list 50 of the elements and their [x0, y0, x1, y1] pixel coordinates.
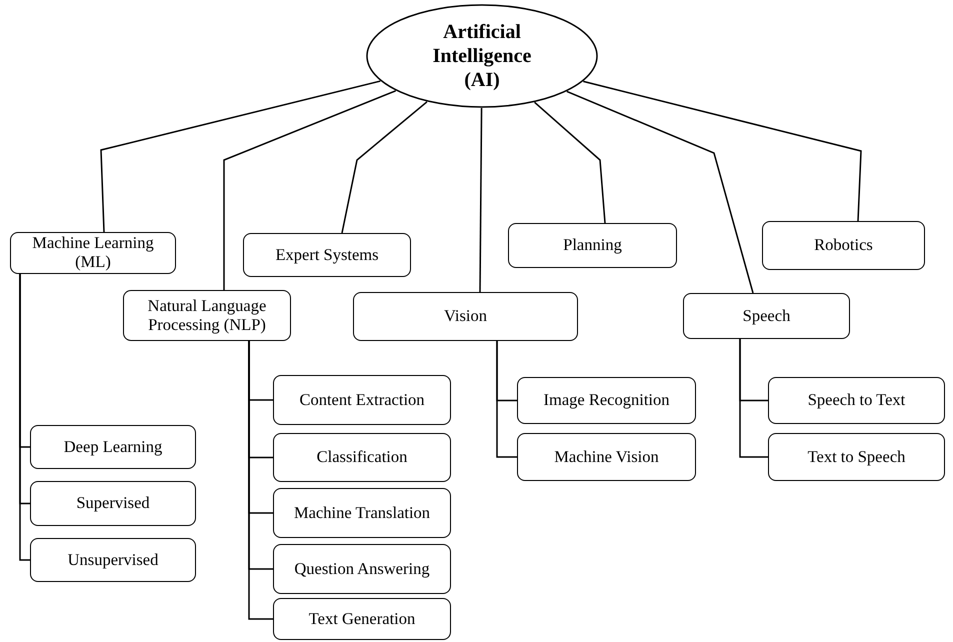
- node-label: Expert Systems: [275, 246, 379, 264]
- category-box: [273, 544, 451, 594]
- node-label: Vision: [444, 307, 487, 326]
- node-label: Planning: [563, 236, 622, 255]
- category-box: [517, 377, 696, 424]
- node-label: Unsupervised: [68, 550, 158, 570]
- category-box: [123, 290, 291, 341]
- category-box: [30, 481, 196, 526]
- node-label: Deep Learning: [64, 438, 162, 456]
- node-label: Natural Language Processing (NLP): [146, 296, 268, 334]
- category-box: [508, 223, 677, 268]
- category-box: [768, 433, 945, 481]
- node-label: Machine Vision: [554, 448, 659, 466]
- connector-line: [479, 108, 482, 292]
- node-label: Content Extraction: [299, 390, 425, 410]
- connector-line: [534, 102, 606, 224]
- node-label: Speech to Text: [808, 391, 906, 410]
- category-box: [30, 538, 196, 582]
- node-label: Artificial Intelligence (AI): [432, 21, 532, 91]
- category-box: [273, 375, 451, 425]
- node-label: Text Generation: [308, 610, 416, 628]
- category-box: [243, 233, 411, 277]
- category-box: [273, 433, 451, 482]
- category-box: [30, 425, 196, 469]
- node-label: Machine Learning (ML): [31, 234, 155, 272]
- connector-line: [223, 90, 396, 290]
- node-label: Speech: [742, 306, 790, 326]
- connector-line: [341, 101, 428, 234]
- category-box: [273, 598, 451, 640]
- category-box: [517, 433, 696, 481]
- node-label: Image Recognition: [543, 391, 670, 410]
- node-label: Question Answering: [294, 560, 430, 578]
- connector-line: [739, 339, 768, 458]
- connector-line: [566, 90, 754, 294]
- category-box: [762, 221, 925, 270]
- node-label: Classification: [316, 448, 408, 467]
- connector-line: [583, 80, 862, 222]
- node-label: Robotics: [814, 236, 873, 255]
- category-box: [10, 232, 176, 274]
- category-box: [683, 293, 850, 339]
- connector-line: [100, 80, 381, 232]
- connector-line: [248, 341, 273, 620]
- connector-line: [19, 274, 30, 561]
- category-box: [353, 292, 578, 341]
- node-label: Text to Speech: [808, 448, 906, 466]
- node-label: Supervised: [76, 494, 150, 513]
- node-label: Machine Translation: [294, 504, 430, 522]
- category-box: [768, 377, 945, 424]
- connector-line: [496, 341, 517, 458]
- category-box: [273, 488, 451, 538]
